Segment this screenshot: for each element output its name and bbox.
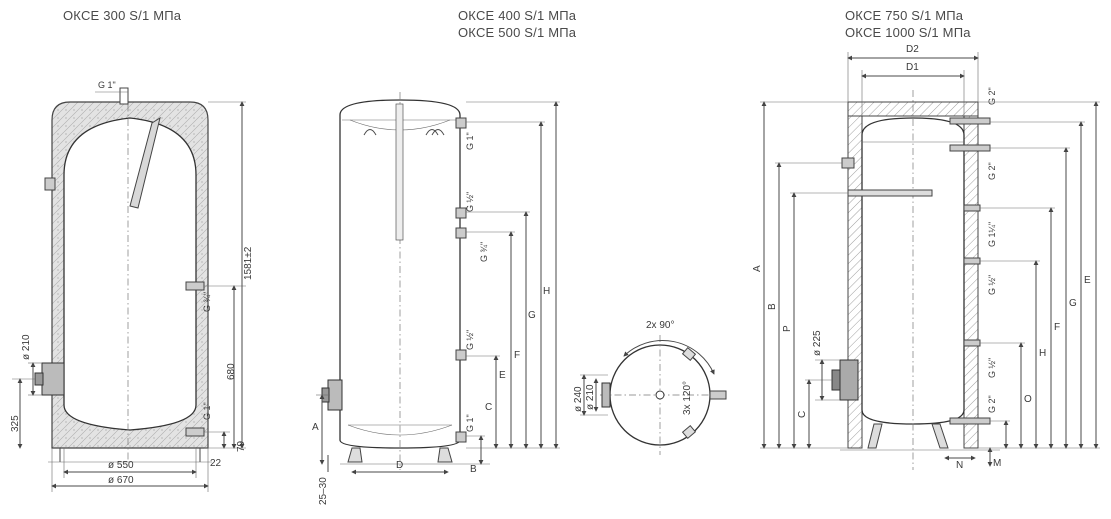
left-dim-height: 1581±2 bbox=[243, 246, 254, 280]
right-dim-D1: D1 bbox=[906, 62, 919, 73]
title-okce-400: ОКСЕ 400 S/1 МПа bbox=[458, 8, 577, 23]
left-dim-phi210: ø 210 bbox=[21, 334, 32, 360]
mid-label-g34: G ¾" bbox=[479, 242, 489, 262]
mid-dim-B: B bbox=[470, 464, 477, 475]
right-tank-drawing: D2 D1 G 2" G 2" G 1¼" G ½" G ½" G 2" E G… bbox=[752, 44, 1100, 471]
top-view-drawing: 2x 90° 3x 120° ø 240 ø 210 bbox=[573, 320, 727, 455]
left-dim-680: 680 bbox=[226, 363, 237, 380]
right-dim-G: G bbox=[1069, 298, 1077, 309]
right-label-g2-second: G 2" bbox=[987, 162, 997, 180]
right-label-g114: G 1¼" bbox=[987, 222, 997, 247]
title-okce-300: ОКСЕ 300 S/1 МПа bbox=[63, 8, 182, 23]
right-dim-B: B bbox=[767, 303, 778, 310]
mid-dim-E: E bbox=[499, 370, 506, 381]
mid-label-g1-top: G 1" bbox=[465, 132, 475, 150]
top-view-phi210: ø 210 bbox=[585, 384, 596, 410]
left-dim-79: 79 bbox=[236, 440, 247, 452]
mid-dim-25-30: 25–30 bbox=[318, 477, 329, 505]
mid-dim-G: G bbox=[528, 310, 536, 321]
mid-dim-H: H bbox=[543, 286, 550, 297]
right-label-g12-a: G ½" bbox=[987, 275, 997, 295]
mid-dim-F: F bbox=[514, 350, 520, 361]
title-okce-1000: ОКСЕ 1000 S/1 МПа bbox=[845, 25, 971, 40]
middle-tank-drawing: G 1" G ½" G ¾" G ½" G 1" H G F E C B A 2… bbox=[312, 92, 560, 505]
mid-dim-C: C bbox=[485, 402, 492, 413]
mid-dim-D: D bbox=[396, 460, 403, 471]
top-view-phi240: ø 240 bbox=[573, 386, 584, 412]
title-okce-500: ОКСЕ 500 S/1 МПа bbox=[458, 25, 577, 40]
left-flange bbox=[41, 362, 65, 396]
left-dim-phi670: ø 670 bbox=[108, 475, 134, 486]
left-dim-325: 325 bbox=[10, 415, 21, 432]
right-label-g2-bottom: G 2" bbox=[987, 395, 997, 413]
left-anode-rod bbox=[129, 116, 161, 209]
mid-label-g1-bottom: G 1" bbox=[465, 414, 475, 432]
mid-label-g12-a: G ½" bbox=[465, 192, 475, 212]
right-dim-M: M bbox=[993, 458, 1001, 469]
left-top-pipe bbox=[119, 87, 129, 105]
right-dim-F: F bbox=[1054, 322, 1060, 333]
right-dim-phi225: ø 225 bbox=[812, 330, 823, 356]
left-tank-vessel bbox=[63, 117, 197, 431]
top-view-angle-3x120: 3x 120° bbox=[682, 381, 693, 415]
right-dim-A: A bbox=[752, 265, 763, 272]
left-label-g1-bottom: G 1" bbox=[202, 402, 212, 420]
mid-dim-A: A bbox=[312, 422, 319, 433]
top-view-angle-2x90: 2x 90° bbox=[646, 320, 674, 331]
left-label-g34: G ¾" bbox=[202, 292, 212, 312]
right-dim-P: P bbox=[782, 325, 793, 332]
title-okce-750: ОКСЕ 750 S/1 МПа bbox=[845, 8, 964, 23]
left-dim-22: 22 bbox=[210, 458, 222, 469]
right-dim-E: E bbox=[1084, 275, 1091, 286]
right-dim-O: O bbox=[1024, 394, 1032, 405]
right-label-g2-top: G 2" bbox=[987, 87, 997, 105]
right-dim-N: N bbox=[956, 460, 963, 471]
mid-label-g12-b: G ½" bbox=[465, 330, 475, 350]
left-tank-drawing: G 1" G ¾" G 1" 1581±2 680 79 22 ø 210 32… bbox=[10, 80, 254, 492]
right-label-g12-b: G ½" bbox=[987, 358, 997, 378]
left-label-g1-top: G 1" bbox=[98, 80, 116, 90]
right-dim-C: C bbox=[797, 411, 808, 418]
right-dim-D2: D2 bbox=[906, 44, 919, 55]
right-dim-H: H bbox=[1039, 348, 1046, 359]
left-dim-phi550: ø 550 bbox=[108, 460, 134, 471]
